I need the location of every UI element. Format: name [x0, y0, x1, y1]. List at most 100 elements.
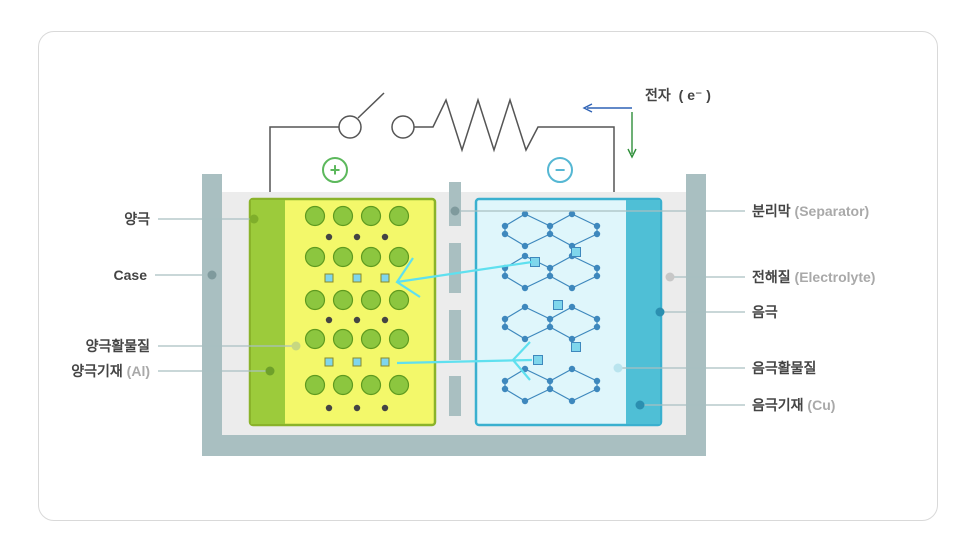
label-electrolyte-main: 전해질 — [752, 269, 791, 285]
graphite-atom — [521, 397, 529, 405]
graphite-bond — [504, 275, 526, 289]
anode-active-particle — [332, 205, 354, 227]
graphite-bond — [549, 255, 573, 269]
graphite-bond — [571, 255, 598, 269]
graphite-atom — [501, 323, 509, 331]
anode-foil — [251, 200, 285, 424]
separator-segment — [449, 182, 461, 226]
lithium-ion-in-anode — [352, 357, 362, 367]
electron-flow-arrows — [582, 103, 637, 159]
leader-dot-separator — [450, 206, 460, 216]
label-cathode-substrate-main: 음극기재 — [752, 397, 804, 413]
graphite-bond — [549, 368, 573, 382]
separator-segment — [449, 243, 461, 293]
anode-active-particle — [388, 328, 410, 350]
graphite-bond — [549, 388, 573, 402]
anode-active-particle — [360, 205, 382, 227]
anode-active-particle — [332, 328, 354, 350]
graphite-atom — [501, 315, 509, 323]
circuit-wire-left — [269, 126, 340, 200]
graphite-bond — [524, 306, 551, 320]
graphite-atom — [521, 284, 529, 292]
label-anode-substrate-sub: (Al) — [127, 363, 150, 379]
graphite-bond — [524, 368, 551, 382]
graphite-atom — [501, 377, 509, 385]
anode-dot — [353, 316, 361, 324]
ion-arrowhead-lower-icon — [511, 341, 531, 381]
anode — [248, 197, 437, 427]
graphite-atom — [568, 335, 576, 343]
graphite-bond — [524, 275, 551, 289]
graphite-bond — [549, 213, 573, 227]
separator — [449, 182, 461, 416]
label-cathode-substrate-sub: (Cu) — [807, 397, 835, 413]
separator-segment — [449, 310, 461, 360]
graphite-atom — [521, 252, 529, 260]
anode-active-particle — [360, 246, 382, 268]
graphite-atom — [501, 222, 509, 230]
anode-dot — [325, 233, 333, 241]
graphite-bond — [524, 233, 551, 247]
label-electrolyte: 전해질 (Electrolyte) — [752, 269, 875, 285]
anode-active-particle — [332, 246, 354, 268]
anode-active-particle — [304, 289, 326, 311]
labels: 전자 ( e⁻ ) 양극 Case 양극활물질 양극기재 (Al) 분리막 (S… — [71, 87, 875, 413]
graphite-atom — [521, 242, 529, 250]
lithium-ion-in-anode — [352, 273, 362, 283]
label-anode: 양극 — [124, 211, 150, 227]
lithium-ion-in-cathode — [553, 300, 563, 310]
graphite-atom — [593, 222, 601, 230]
graphite-bond — [571, 233, 598, 247]
graphite-atom — [568, 303, 576, 311]
anode-active-particles — [304, 205, 410, 412]
anode-active-particle — [304, 374, 326, 396]
graphite-bond — [571, 275, 598, 289]
graphite-atom — [521, 303, 529, 311]
anode-dot — [325, 404, 333, 412]
label-separator-sub: (Separator) — [795, 203, 870, 219]
lithium-ion-in-anode — [324, 357, 334, 367]
leader-dot-anode-substrate — [265, 366, 275, 376]
graphite-bond — [504, 326, 526, 340]
anode-active-particle — [388, 205, 410, 227]
graphite-bond — [549, 233, 573, 247]
anode-active-particle — [388, 289, 410, 311]
graphite-bond — [571, 306, 598, 320]
graphite-atom — [501, 230, 509, 238]
anode-active-particle — [304, 328, 326, 350]
external-circuit — [269, 92, 615, 200]
graphite-atom — [593, 323, 601, 331]
anode-active-particle — [304, 246, 326, 268]
separator-segment — [449, 376, 461, 416]
plus-sign: + — [330, 160, 341, 180]
graphite-atom — [521, 210, 529, 218]
case-wall-left — [202, 174, 222, 456]
graphite-bond — [549, 326, 573, 340]
graphite-atom — [593, 264, 601, 272]
arrowhead-left-icon — [582, 103, 593, 113]
graphite-atom — [568, 397, 576, 405]
graphite-bond — [571, 368, 598, 382]
anode-active-particle — [388, 246, 410, 268]
resistor-icon — [414, 97, 615, 200]
anode-dot — [381, 316, 389, 324]
label-separator-main: 분리막 — [752, 203, 791, 219]
lithium-ion-in-anode — [380, 357, 390, 367]
anode-dot — [325, 316, 333, 324]
lithium-ion-in-anode — [324, 273, 334, 283]
graphite-bond — [504, 213, 526, 227]
leader-lines — [155, 206, 745, 410]
ion-arrow-lower — [396, 358, 533, 365]
graphite-atom — [593, 315, 601, 323]
leader-dot-cathode-substrate — [635, 400, 645, 410]
anode-dot — [353, 233, 361, 241]
ion-arrow-upper — [396, 260, 533, 284]
leader-dot-cathode — [655, 307, 665, 317]
graphite-atom — [593, 377, 601, 385]
label-separator: 분리막 (Separator) — [752, 203, 869, 219]
label-anode-substrate-main: 양극기재 — [71, 363, 123, 379]
leader-dot-anode-active — [291, 341, 301, 351]
leader-dot-case — [207, 270, 217, 280]
anode-body — [248, 197, 437, 427]
